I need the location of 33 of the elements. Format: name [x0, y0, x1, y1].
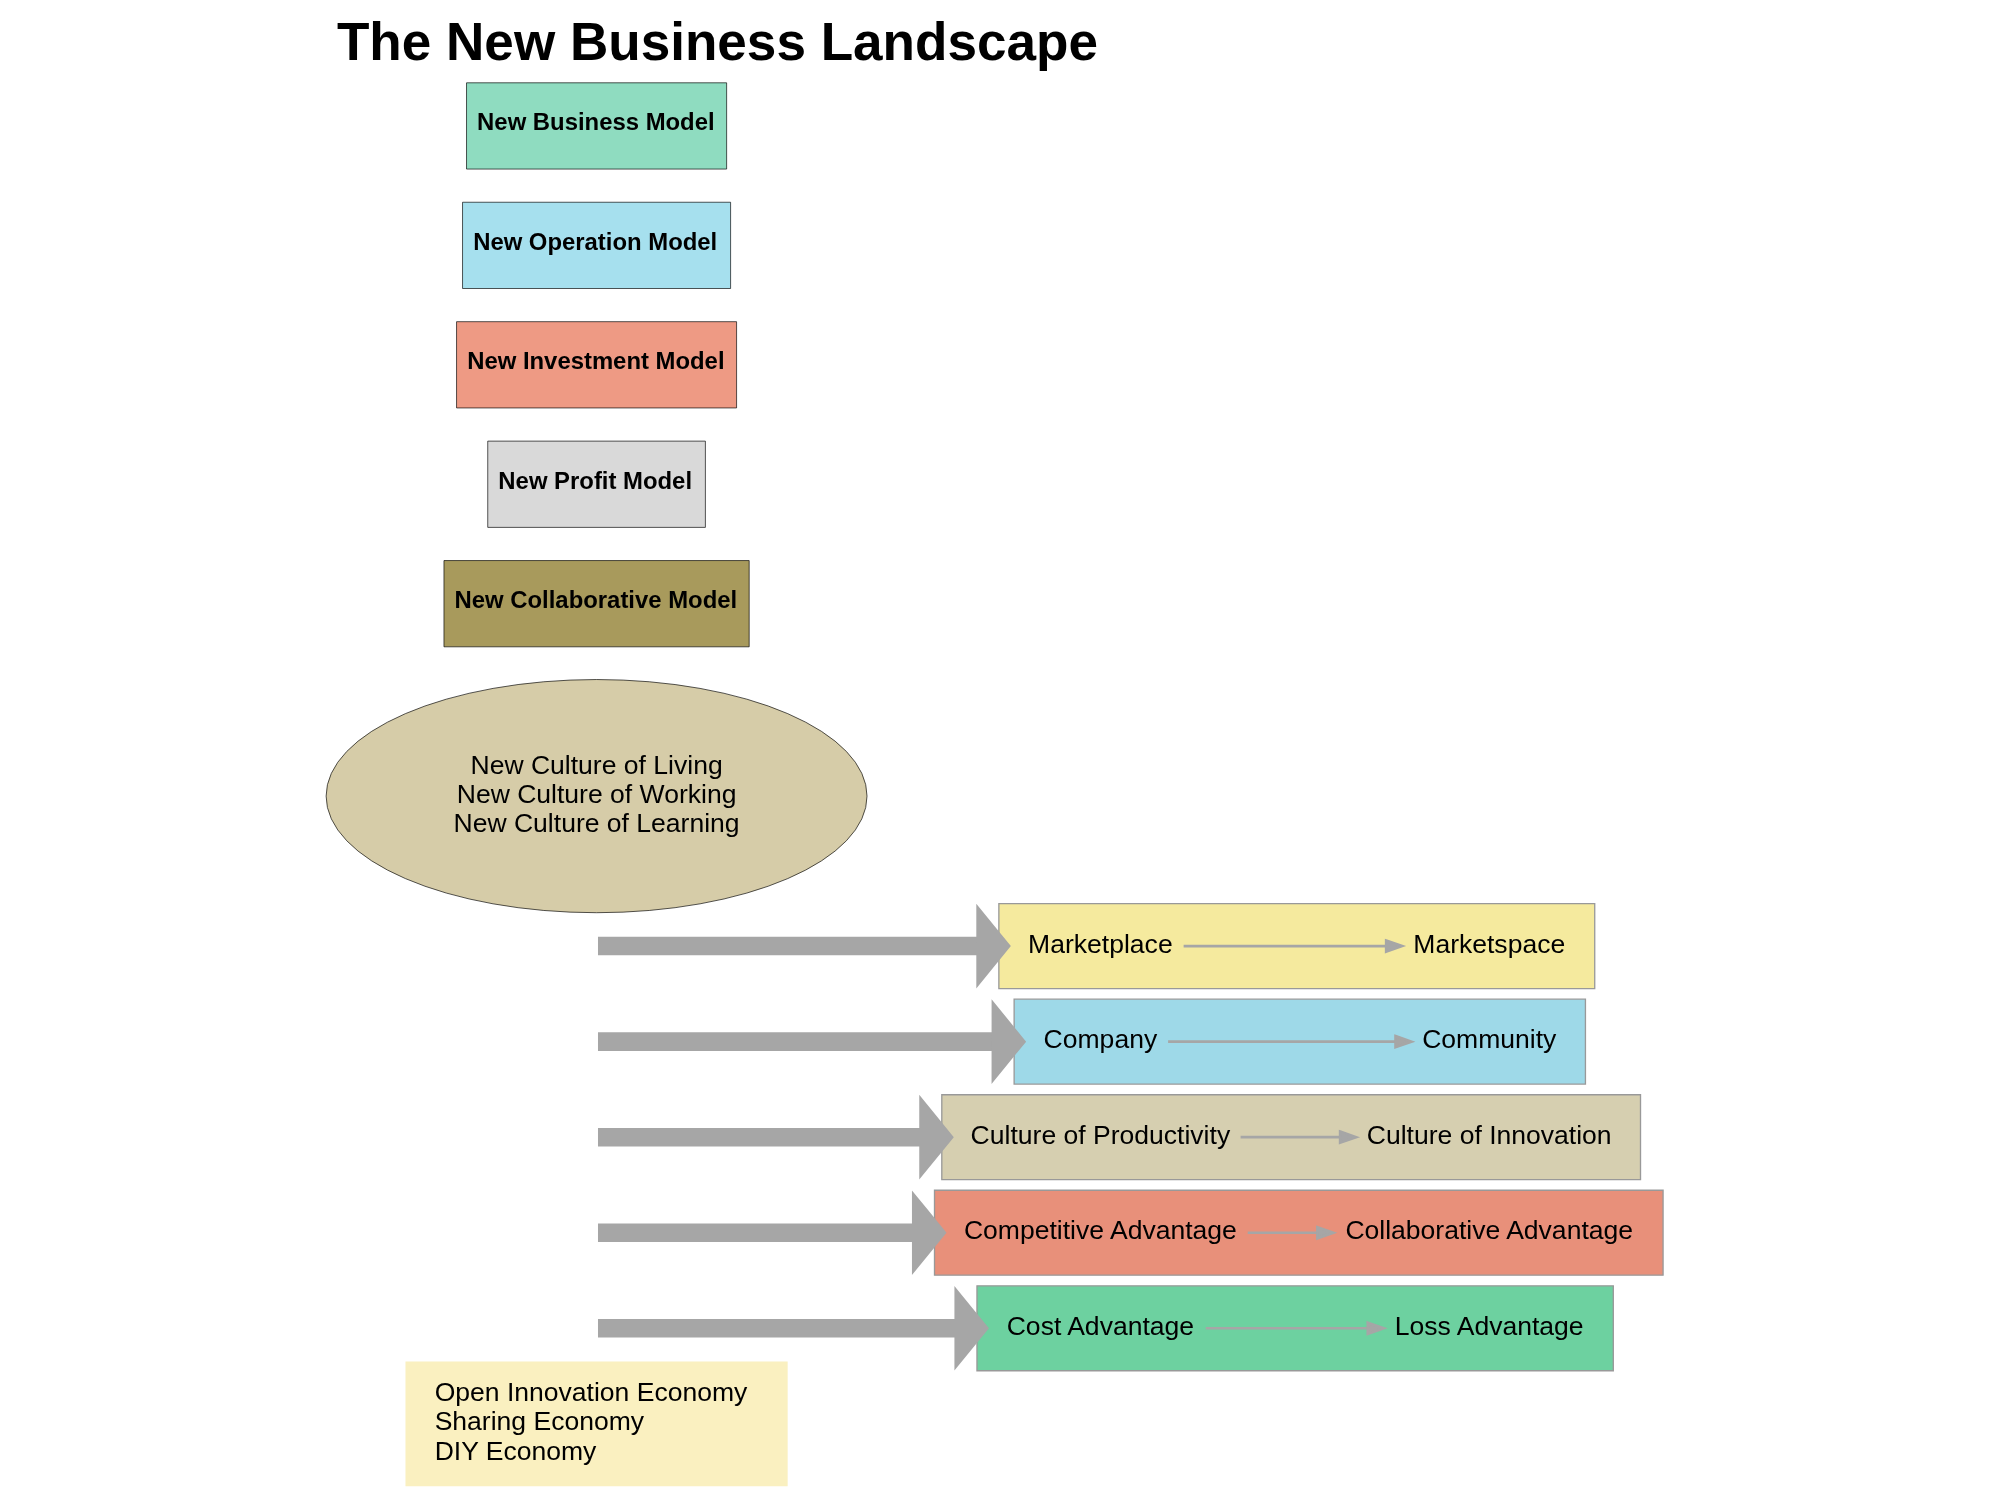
- arrow: [1240, 1129, 1361, 1145]
- node-text: Cost Advantage: [1006, 1310, 1195, 1341]
- arrow: [598, 1190, 947, 1276]
- arrow: [598, 1094, 954, 1180]
- node-text: Culture of Innovation: [1366, 1119, 1612, 1150]
- cluster: [998, 902, 1596, 990]
- node-text: Collaborative Advantage: [1345, 1215, 1634, 1246]
- cluster: [976, 1285, 1614, 1372]
- arrow: [598, 1285, 989, 1371]
- node-ellipse: New Culture of Living New Culture of Working New Culture of Learning: [325, 679, 868, 914]
- cluster: [1013, 998, 1587, 1085]
- node-box: New Business Model: [466, 82, 727, 170]
- arrow: [1205, 1320, 1388, 1336]
- node-box: New Investment Model: [456, 321, 737, 409]
- node-box: New Profit Model: [487, 440, 706, 528]
- node-text: Company: [1043, 1024, 1158, 1055]
- node-text: Culture of Productivity: [970, 1119, 1231, 1150]
- node-box: New Collaborative Model: [443, 560, 750, 648]
- node-text: Marketplace: [1028, 928, 1173, 959]
- node-text: Competitive Advantage: [963, 1215, 1237, 1246]
- node-text: Community: [1422, 1024, 1557, 1055]
- node-box: New Operation Model: [462, 201, 731, 289]
- node-text: Loss Advantage: [1394, 1310, 1584, 1341]
- diagram-title: The New Business Landscape: [336, 12, 1098, 72]
- cluster: [933, 1189, 1664, 1276]
- cluster: [941, 1094, 1642, 1181]
- arrow: [1247, 1225, 1338, 1241]
- arrow: [598, 903, 1011, 989]
- arrow: [1168, 1034, 1416, 1050]
- arrow: [598, 999, 1027, 1084]
- arrow: [1183, 938, 1407, 954]
- node-box: Open Innovation Economy Sharing Economy DIY Economy: [405, 1361, 788, 1487]
- node-text: Marketspace: [1413, 928, 1566, 959]
